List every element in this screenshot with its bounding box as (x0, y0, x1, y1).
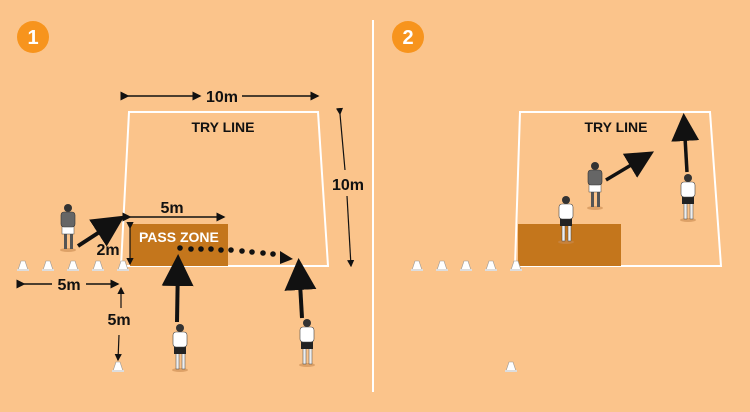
defender-player (586, 161, 604, 211)
depth-label: 10m (332, 177, 364, 194)
start-distance-arrow-bottom (114, 334, 122, 362)
zone-depth-label: 2m (96, 242, 119, 259)
defender-run-arrow (76, 215, 125, 248)
depth-arrow-bottom (346, 195, 355, 268)
attacker-1-run-arrow (161, 254, 194, 323)
pass-dotted-line (177, 245, 293, 264)
step-badge-1: 1 (17, 21, 49, 53)
pass-zone-label: PASS ZONE (139, 229, 219, 245)
panel-1: 1 PASS ZONE TRY LINE 10m 10m 5m 2m 5m 5m (16, 21, 364, 373)
width-label: 10m (206, 89, 238, 106)
defender-player (59, 203, 77, 253)
start-distance-label: 5m (107, 312, 130, 329)
start-cone (111, 361, 125, 373)
try-line-label: TRY LINE (584, 119, 647, 135)
attacker-player-1 (171, 323, 189, 373)
playing-area (513, 111, 723, 267)
step-badge-2: 2 (392, 21, 424, 53)
start-cone (504, 361, 518, 373)
cone-line (410, 260, 523, 272)
cone-line (16, 260, 130, 272)
attacker-player-2 (679, 173, 697, 223)
try-line-label: TRY LINE (191, 119, 254, 135)
attacker-2-run-arrow (284, 258, 317, 319)
step-number: 1 (27, 27, 38, 49)
zone-width-label: 5m (160, 200, 183, 217)
defender-run-arrow (605, 151, 655, 182)
attacker-2-run-arrow (671, 113, 700, 173)
attacker-player-2 (298, 318, 316, 368)
cone-spacing-label: 5m (57, 277, 80, 294)
step-number: 2 (402, 27, 413, 49)
depth-arrow-top (335, 107, 346, 171)
panel-2: 2 TRY LINE (392, 21, 723, 373)
